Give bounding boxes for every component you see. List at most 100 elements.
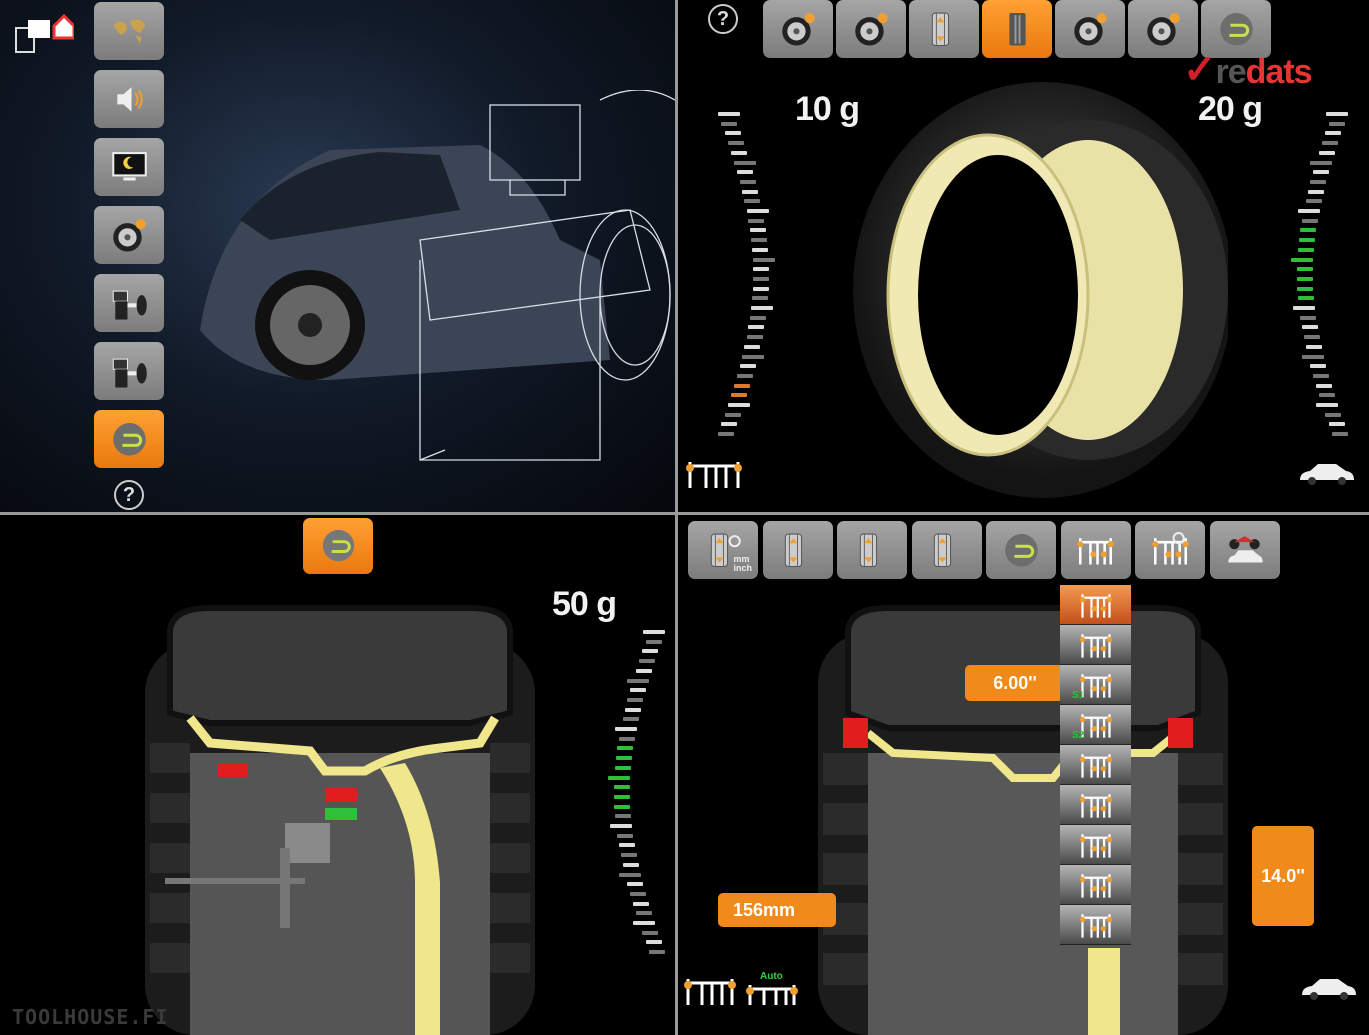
wheel-rotate-icon — [112, 218, 146, 252]
scale-mark — [739, 364, 756, 369]
scale-mark — [622, 717, 639, 722]
toolbar-width-button[interactable] — [837, 521, 907, 579]
help-button[interactable]: ? — [114, 480, 144, 510]
scale-mark — [1316, 403, 1339, 407]
menu-back-button[interactable] — [94, 410, 164, 468]
scale-mark — [614, 804, 631, 809]
auto-label: Auto — [760, 971, 783, 982]
scale-mark — [731, 393, 747, 398]
toolbar-back-button[interactable] — [986, 521, 1056, 579]
toolbar-tread-view-button[interactable] — [982, 0, 1052, 58]
help-button[interactable]: ? — [708, 4, 738, 34]
scale-mark — [1300, 228, 1317, 233]
scale-mark — [731, 150, 747, 155]
rim-distance-label[interactable]: 156mm — [718, 893, 836, 927]
program-option-alu1[interactable] — [1060, 625, 1131, 665]
scale-mark — [736, 373, 753, 378]
menu-screensaver-button[interactable] — [94, 138, 164, 196]
balance-program-icon — [1077, 537, 1114, 565]
scale-mark — [633, 921, 656, 925]
scale-mark — [643, 630, 665, 634]
program-option-alu4[interactable] — [1060, 825, 1131, 865]
toolbar-spin-button[interactable] — [836, 0, 906, 58]
menu-wheel-rotation-button[interactable] — [94, 206, 164, 264]
balancer-machine-icon — [112, 290, 147, 320]
back-button[interactable] — [303, 518, 373, 574]
scale-mark — [751, 238, 768, 243]
balance-program-icon — [1079, 673, 1112, 698]
axle-weight-program-icon[interactable] — [684, 975, 736, 1007]
scale-mark — [630, 688, 647, 693]
home-screens-icon[interactable] — [14, 8, 74, 58]
scale-mark — [1297, 209, 1320, 213]
scale-mark — [627, 697, 644, 702]
monitor-moon-icon — [111, 151, 147, 181]
scale-mark — [1325, 131, 1342, 136]
menu-sound-button[interactable] — [94, 70, 164, 128]
scale-mark — [727, 141, 744, 146]
scale-mark — [618, 843, 635, 848]
toolbar-wheel-data-button[interactable] — [763, 0, 833, 58]
scale-mark — [751, 306, 774, 310]
toolbar-optimization-button[interactable] — [1128, 0, 1198, 58]
motorbike-car-icon — [1228, 535, 1263, 563]
toolbar-distance-button[interactable] — [911, 521, 982, 579]
scale-mark — [645, 639, 662, 644]
balance-program-gear-icon — [1151, 531, 1189, 565]
weight-position-panel: 50 g — [0, 515, 675, 1035]
scale-mark — [1297, 267, 1314, 272]
scale-mark — [1310, 364, 1327, 369]
toolbar-diameter-button[interactable] — [762, 521, 833, 579]
program-option-dyn[interactable] — [1060, 585, 1131, 625]
right-weight-value: 20 g — [1198, 90, 1263, 128]
scale-mark — [749, 228, 766, 233]
toolbar-settings-button[interactable] — [1055, 0, 1125, 58]
toolbar-back-button[interactable] — [1201, 0, 1271, 58]
scale-mark — [727, 403, 750, 407]
weight-scale — [595, 630, 665, 960]
scale-mark — [609, 824, 632, 828]
scale-mark — [645, 940, 662, 945]
toolbar-program-settings-button[interactable] — [1135, 521, 1205, 579]
scale-mark — [721, 121, 738, 126]
menu-machine-setup-button[interactable] — [94, 274, 164, 332]
program-option-alu2[interactable] — [1060, 745, 1131, 785]
rim-diameter-label[interactable]: 14.0'' — [1252, 826, 1314, 926]
balance-program-icon — [1079, 753, 1112, 778]
scale-mark — [620, 853, 637, 858]
toolbar-alignment-button[interactable] — [909, 0, 979, 58]
scale-mark — [746, 209, 769, 213]
world-map-icon — [112, 18, 146, 44]
menu-language-button[interactable] — [94, 2, 164, 60]
scale-mark — [744, 344, 761, 349]
return-icon — [112, 422, 146, 456]
toolbar-vehicle-type-button[interactable] — [1209, 521, 1280, 579]
scale-mark — [642, 649, 659, 654]
rim-arrows-icon — [931, 12, 949, 46]
scale-mark — [1291, 257, 1314, 262]
program-option-s2[interactable]: S2 — [1060, 705, 1131, 745]
scale-mark — [1309, 160, 1332, 165]
program-option-alu5[interactable] — [1060, 865, 1131, 905]
scale-mark — [627, 882, 644, 887]
scale-mark — [1326, 112, 1348, 116]
auto-program-icon[interactable]: Auto — [746, 971, 798, 1007]
wheel-settings-icon — [1073, 12, 1107, 46]
scale-mark — [649, 950, 665, 955]
program-option-static[interactable] — [1060, 905, 1131, 945]
scale-mark — [636, 668, 652, 673]
rim-width-label[interactable]: 6.00'' — [965, 665, 1065, 701]
car-balancer-background — [200, 90, 675, 461]
program-option-alu3[interactable] — [1060, 785, 1131, 825]
menu-machine-calibration-button[interactable] — [94, 342, 164, 400]
tire-3d-view — [853, 82, 1228, 498]
scale-mark — [721, 422, 738, 427]
program-option-s1[interactable]: S1 — [1060, 665, 1131, 705]
scale-mark — [748, 218, 765, 223]
tread-icon — [1008, 12, 1026, 46]
toolbar-program-button[interactable] — [1060, 521, 1131, 579]
scale-mark — [615, 765, 631, 770]
